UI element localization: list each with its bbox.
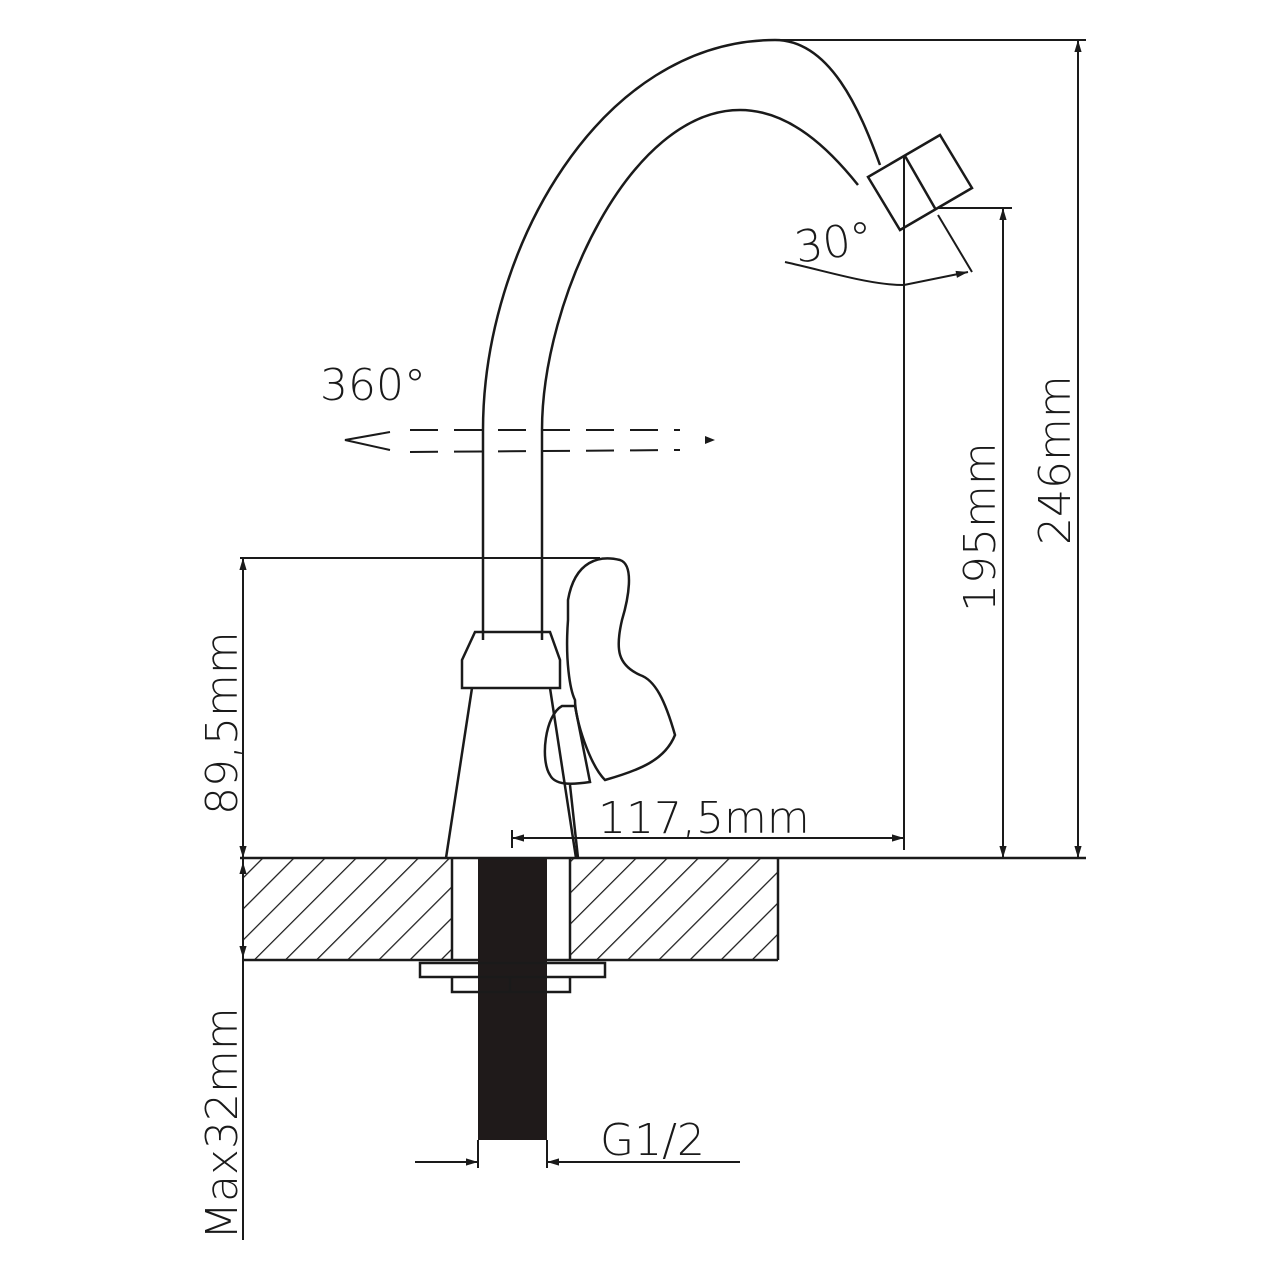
rotation-label: 360° (320, 360, 426, 411)
total-height-label: 246mm (1030, 375, 1081, 545)
angle-label: 30° (792, 212, 876, 273)
countertop (243, 858, 780, 962)
counter-thickness-label: Max32mm (197, 1007, 248, 1240)
aerator-head (866, 133, 974, 232)
spout-reach-label: 117,5mm (598, 793, 810, 844)
faucet-body (444, 630, 578, 859)
threaded-shank (478, 858, 547, 1140)
spout (481, 38, 882, 640)
dimension-195 (938, 207, 1012, 858)
mounting-nut (418, 961, 607, 994)
thread-label: G1/2 (600, 1115, 705, 1166)
angle-30-dimension (784, 214, 973, 287)
thread-dimension (415, 1140, 740, 1168)
spout-height-label: 195mm (955, 442, 1006, 612)
dimension-117-5 (511, 155, 905, 850)
valve-handle (543, 557, 677, 859)
dimension-89-5 (239, 557, 600, 858)
rotation-arrow (344, 429, 715, 453)
dimension-246 (775, 39, 1086, 858)
handle-height-label: 89,5mm (197, 631, 248, 815)
